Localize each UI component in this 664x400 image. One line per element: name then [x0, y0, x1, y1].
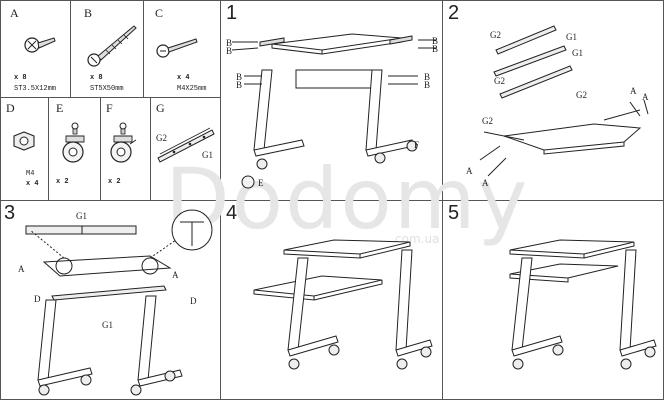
parts-divider-v5	[150, 97, 151, 200]
part-e-qty: x 2	[56, 178, 69, 186]
step-3-diagram	[25, 209, 213, 396]
bolt-c-icon	[156, 38, 198, 58]
step-2-callout-g2a: G2	[490, 30, 501, 40]
step-5-diagram	[509, 239, 657, 370]
step-2-callout-g1a: G1	[566, 32, 577, 42]
step-3-callout-g1a: G1	[76, 211, 87, 221]
step-2-callout-a3: A	[466, 166, 473, 176]
part-b-desc: ST5X50mm	[90, 85, 124, 93]
part-g1-label: G1	[202, 150, 213, 160]
step-2-diagram	[479, 25, 649, 177]
parts-divider-v3	[48, 97, 49, 200]
part-c-desc: M4X25mm	[177, 85, 207, 93]
part-a-qty: x 8	[14, 74, 27, 82]
parts-divider-v2	[143, 0, 144, 97]
step-1-callout-b3: B	[432, 36, 439, 46]
watermark-brand: Dodomy	[165, 150, 530, 248]
nut-d-icon	[13, 131, 35, 151]
step-1-callout-e: E	[258, 178, 264, 188]
caster-e-icon	[62, 122, 85, 163]
step-1-callout-b6: B	[236, 80, 243, 90]
step-2-callout-g2d: G2	[482, 116, 493, 126]
slide-rail-g-icon	[157, 127, 215, 163]
step-2-callout-a2: A	[642, 92, 649, 102]
parts-divider-v4	[100, 97, 101, 200]
step-5-number: 5	[448, 202, 460, 224]
parts-divider-v1	[70, 0, 71, 97]
screw-b-icon	[87, 25, 137, 67]
part-a-desc: ST3.5X12mm	[14, 85, 57, 93]
step-2-callout-g1b: G1	[572, 48, 583, 58]
step-1-callout-b8: B	[424, 80, 431, 90]
caster-f-icon	[110, 122, 137, 163]
part-b-qty: x 8	[90, 74, 103, 82]
step-3-callout-a2: A	[172, 270, 179, 280]
divider-h1	[0, 200, 664, 201]
part-c-letter: C	[155, 6, 164, 20]
step-3-number: 3	[4, 202, 16, 224]
step-4-number: 4	[226, 202, 238, 224]
part-d-desc: M4	[26, 170, 35, 178]
screw-a-icon	[24, 37, 56, 53]
part-f-letter: F	[106, 101, 113, 115]
parts-divider-h	[0, 97, 220, 98]
part-a-letter: A	[10, 6, 19, 20]
step-3-callout-a1: A	[18, 264, 25, 274]
step-1-diagram	[231, 33, 436, 189]
step-1-callout-f: F	[414, 140, 420, 150]
step-2-callout-a4: A	[482, 178, 489, 188]
part-d-letter: D	[6, 101, 15, 115]
step-1-callout-b1: B	[226, 38, 233, 48]
step-3-callout-d2: D	[190, 296, 197, 306]
step-1-number: 1	[226, 2, 238, 24]
step-1-callout-b5: B	[236, 72, 243, 82]
step-1-callout-b7: B	[424, 72, 431, 82]
part-e-letter: E	[56, 101, 64, 115]
step-1-callout-b4: B	[432, 44, 439, 54]
step-2-callout-g2c: G2	[576, 90, 587, 100]
step-4-diagram	[253, 239, 433, 370]
step-2-callout-g2b: G2	[494, 76, 505, 86]
step-2-callout-a1: A	[630, 86, 637, 96]
part-c-qty: x 4	[177, 74, 190, 82]
part-g2-label: G2	[156, 133, 167, 143]
step-3-callout-g1b: G1	[102, 320, 113, 330]
step-3-callout-d1: D	[34, 294, 41, 304]
part-g-letter: G	[156, 101, 165, 115]
part-d-qty: x 4	[26, 180, 39, 188]
step-2-number: 2	[448, 2, 460, 24]
part-f-qty: x 2	[108, 178, 121, 186]
step-1-callout-b2: B	[226, 46, 233, 56]
part-b-letter: B	[84, 6, 93, 20]
